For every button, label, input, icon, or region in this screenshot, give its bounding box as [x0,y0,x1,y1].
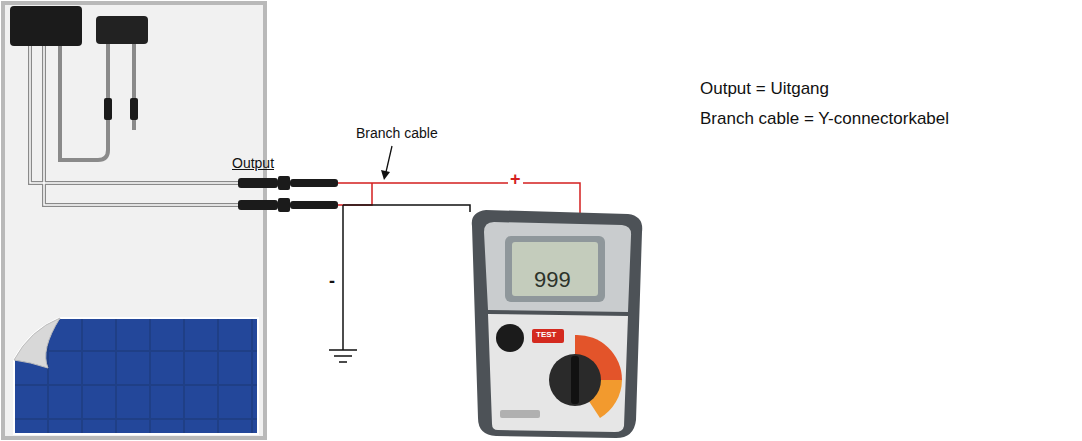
optimizer-box [96,16,148,44]
output-label: Output [232,156,274,171]
solar-panel [3,3,265,438]
translation-note: Branch cable = Y-connectorkabel [700,110,949,129]
polarity-plus: + [508,170,523,190]
meter-display: 999 [534,268,571,292]
ground-lead [329,205,470,362]
polarity-minus: - [327,272,337,292]
panel-cables [30,44,238,205]
junction-box [10,6,82,46]
insulation-tester [472,210,642,438]
leader-arrow [381,146,392,180]
connectors [104,98,338,212]
translation-note: Output = Uitgang [700,80,829,99]
solar-cells [14,318,258,434]
test-button: TEST [536,331,556,340]
peeled-corner [14,318,60,368]
callout-label: Branch cable [356,126,438,141]
